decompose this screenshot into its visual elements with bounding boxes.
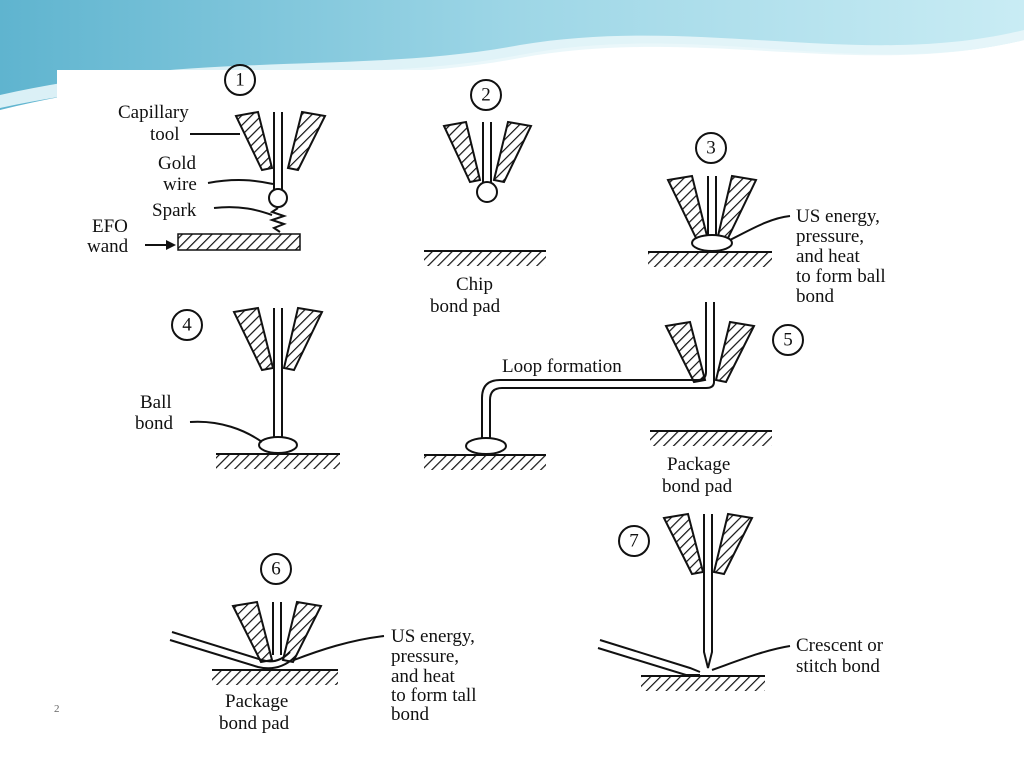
step-1-number: 1 bbox=[235, 70, 245, 91]
wire-label-line2: wire bbox=[163, 174, 197, 195]
step-6-note-line4: to form tall bbox=[391, 685, 476, 706]
efo-arrow-head bbox=[166, 240, 176, 250]
step-6: 6 US energy, pressure, and heat to form … bbox=[169, 553, 476, 734]
step-3-number: 3 bbox=[706, 138, 716, 159]
corner-mark: 2 bbox=[54, 703, 60, 715]
loop-wire-outer bbox=[481, 302, 707, 440]
ball-label-line1: Ball bbox=[140, 392, 172, 413]
step-6-number: 6 bbox=[271, 559, 281, 580]
efo-label-line2: wand bbox=[87, 236, 129, 257]
step-2-number-circle bbox=[470, 79, 502, 111]
step-6-pad-line1: Package bbox=[225, 691, 288, 712]
wire-leader bbox=[207, 179, 274, 185]
efo-wand bbox=[177, 233, 301, 251]
step-4-number-circle bbox=[171, 309, 203, 341]
step-7-leader bbox=[711, 645, 791, 671]
capillary-label-line1: Capillary bbox=[118, 102, 189, 123]
step-3: 3 US energy, pressure, and heat to form … bbox=[648, 132, 886, 307]
capillary-tool-left bbox=[234, 110, 274, 172]
ball-leader bbox=[189, 420, 263, 443]
step-5-number: 5 bbox=[783, 330, 793, 351]
crescent-wire bbox=[599, 639, 701, 673]
step-3-number-circle bbox=[695, 132, 727, 164]
step-1: 1 Capillary tool Gold wire Spark EFO wan… bbox=[87, 64, 327, 257]
step-7-number: 7 bbox=[629, 531, 639, 552]
loop-wire-inner bbox=[489, 302, 715, 440]
step-3-note-line3: and heat bbox=[796, 246, 861, 267]
step-6-note-line5: bond bbox=[391, 704, 430, 725]
step-5-pad-line1: Package bbox=[667, 454, 730, 475]
spark-leader bbox=[213, 206, 273, 216]
wire-label-line1: Gold bbox=[158, 153, 197, 174]
step-7: 7 Crescent or stitch bond bbox=[597, 512, 884, 691]
step-2-number: 2 bbox=[481, 85, 491, 106]
step-2-pad-line1: Chip bbox=[456, 274, 493, 295]
step-6-pad-line2: bond pad bbox=[219, 713, 290, 734]
step-2-pad-line2: bond pad bbox=[430, 296, 501, 317]
squashed-ball bbox=[691, 234, 733, 252]
step-7-note-line2: stitch bond bbox=[796, 656, 880, 677]
step-5-pad-line2: bond pad bbox=[662, 476, 733, 497]
step-6-note-line3: and heat bbox=[391, 666, 456, 687]
step-4: 4 Ball bond bbox=[135, 306, 340, 469]
ball-label-line2: bond bbox=[135, 413, 174, 434]
tool-wire bbox=[703, 514, 713, 669]
step-6-note-line1: US energy, bbox=[391, 626, 475, 647]
bent-wire bbox=[171, 631, 291, 663]
capillary-label-line2: tool bbox=[150, 124, 180, 145]
efo-label-line1: EFO bbox=[92, 216, 128, 237]
ball-bond bbox=[258, 436, 298, 454]
step-6-number-circle bbox=[260, 553, 292, 585]
chip-bond-pad bbox=[424, 252, 546, 266]
gold-ball bbox=[268, 188, 288, 208]
step-4-number: 4 bbox=[182, 315, 192, 336]
step-3-note-line4: to form ball bbox=[796, 266, 886, 287]
step-6-note-line2: pressure, bbox=[391, 646, 459, 667]
header-wave-highlight bbox=[0, 30, 1024, 108]
spark-label: Spark bbox=[152, 200, 197, 221]
step-2: 2 Chip bond pad bbox=[424, 79, 546, 317]
step-3-note-line2: pressure, bbox=[796, 226, 864, 247]
step-5: 5 Loop formation Package bond pad bbox=[424, 302, 804, 497]
step-3-leader bbox=[729, 215, 791, 241]
step-7-number-circle bbox=[618, 525, 650, 557]
step-7-note-line1: Crescent or bbox=[796, 635, 884, 656]
package-bond-pad bbox=[650, 432, 772, 446]
step-1-number-circle bbox=[224, 64, 256, 96]
step-3-note-line5: bond bbox=[796, 286, 835, 307]
loop-label: Loop formation bbox=[502, 356, 622, 377]
spark bbox=[268, 207, 288, 233]
step-3-note-line1: US energy, bbox=[796, 206, 880, 227]
step-5-number-circle bbox=[772, 324, 804, 356]
capillary-tool-right bbox=[286, 110, 327, 172]
gold-ball bbox=[476, 181, 498, 203]
step-6-leader bbox=[293, 635, 385, 661]
